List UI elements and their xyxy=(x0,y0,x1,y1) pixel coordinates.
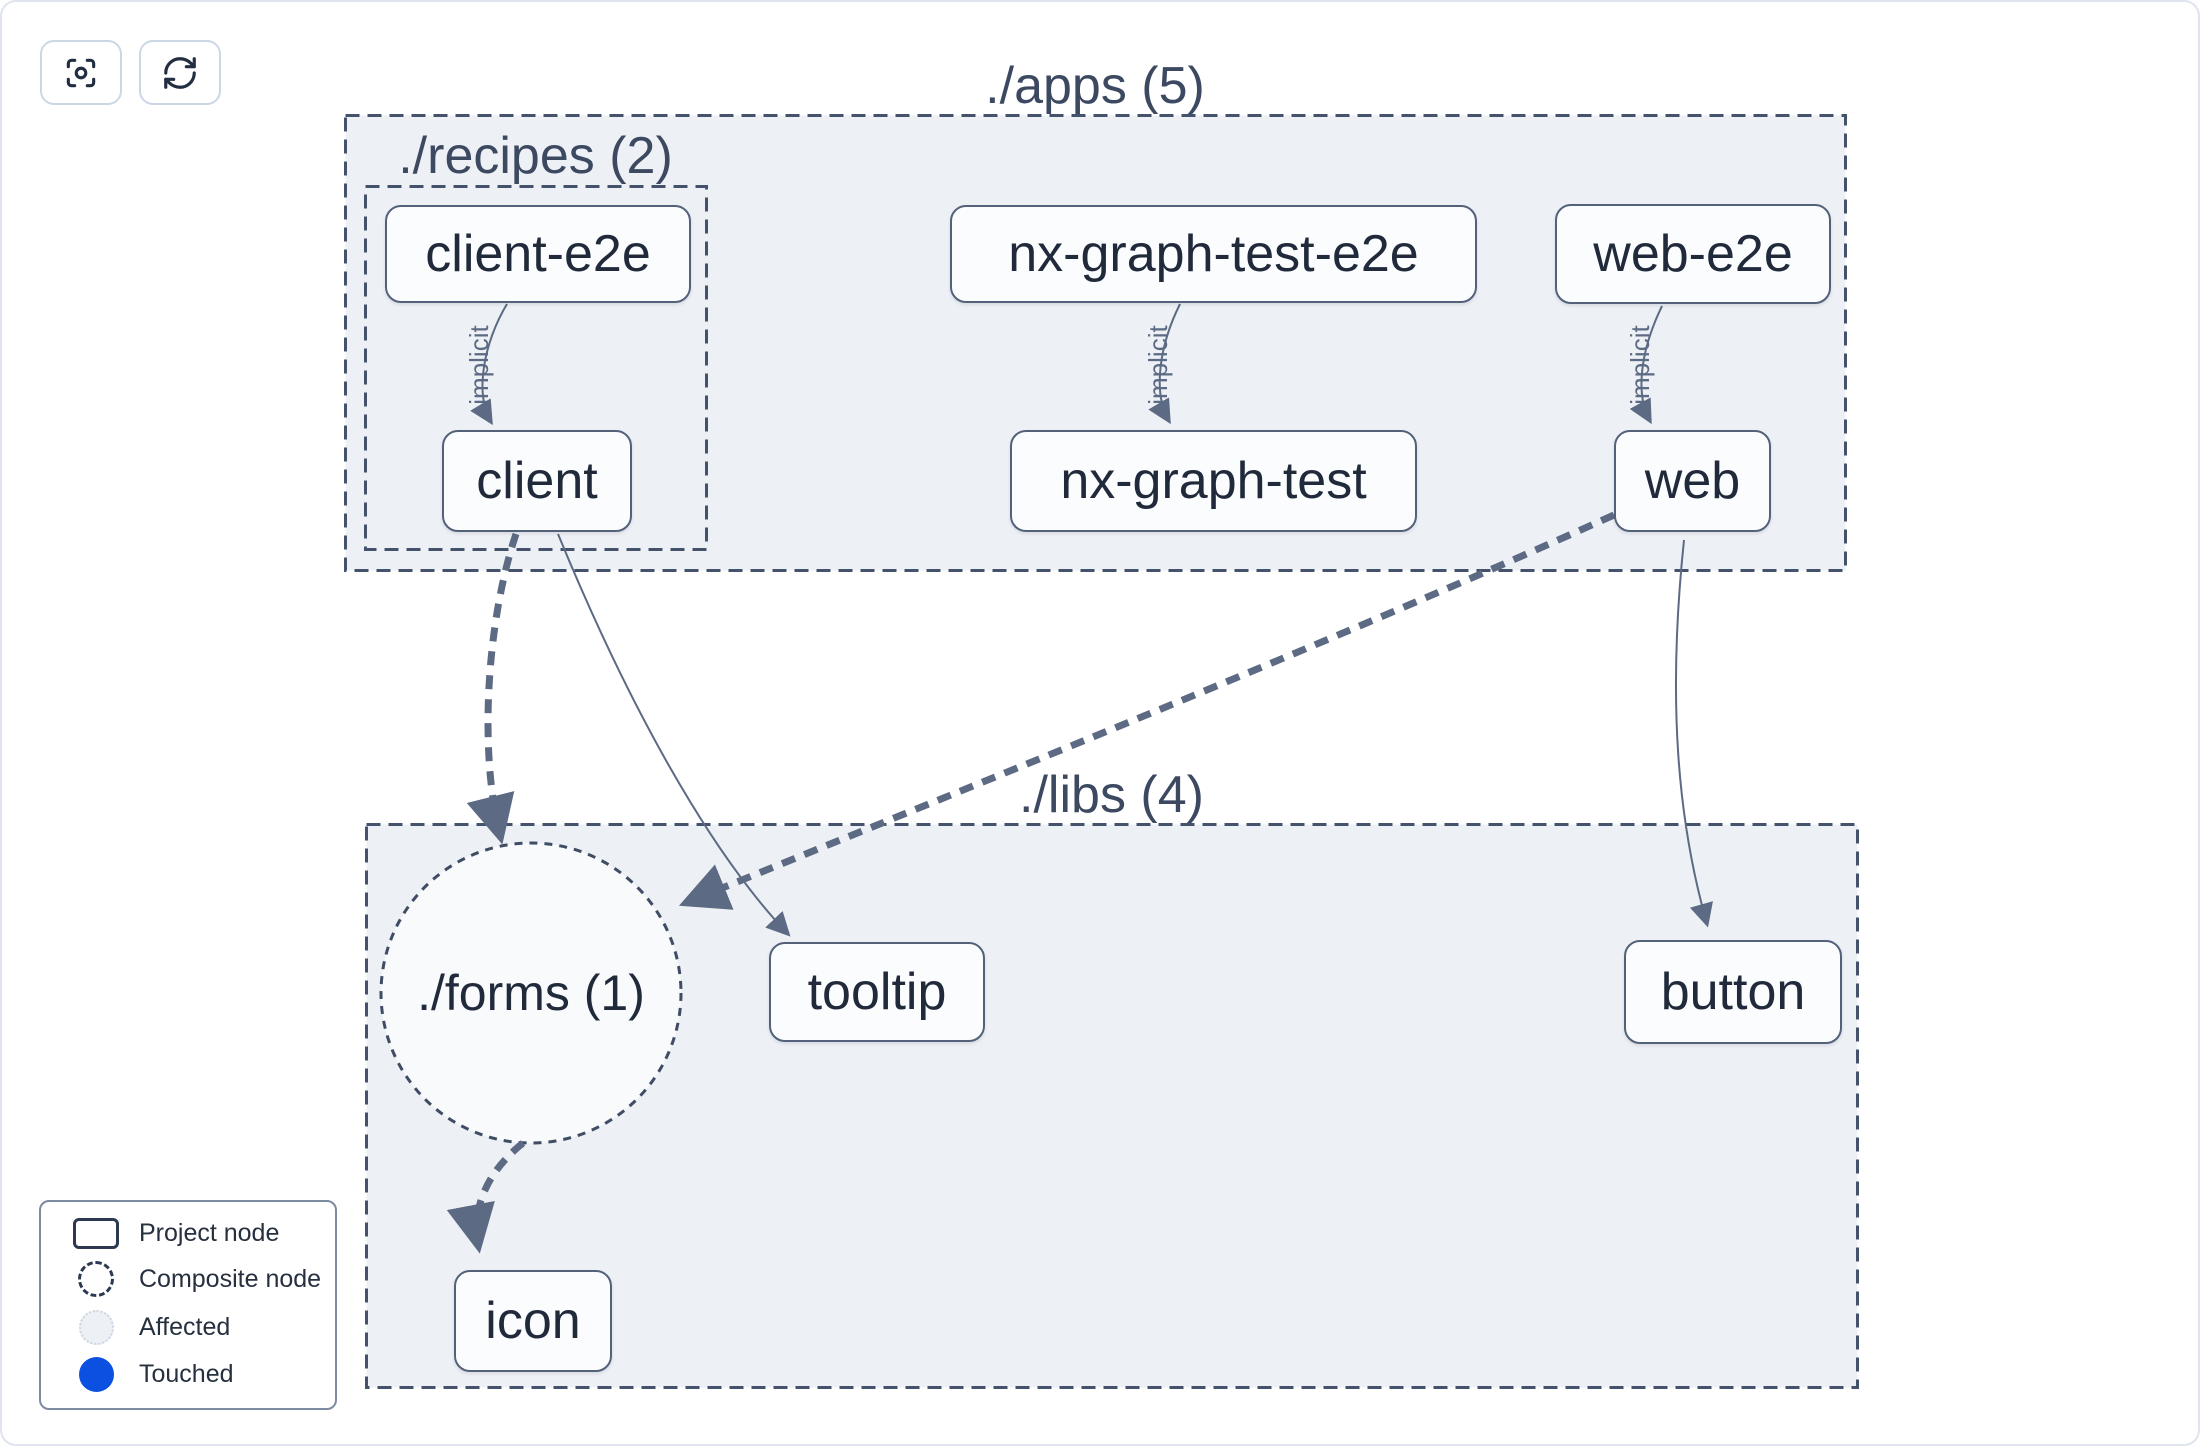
refresh-sync-icon xyxy=(164,56,196,89)
edge-label-implicit-client: implicit xyxy=(464,325,494,405)
edge-forms-to-icon xyxy=(446,1140,526,1254)
focus-button[interactable] xyxy=(40,40,122,105)
legend-label: Affected xyxy=(139,1312,231,1341)
edge-label-implicit-web: implicit xyxy=(1625,325,1655,405)
node-client[interactable]: client xyxy=(442,430,632,532)
node-nx-graph-test-e2e[interactable]: nx-graph-test-e2e xyxy=(950,205,1477,303)
legend-item-touched: Touched xyxy=(65,1356,335,1392)
legend-panel: Project node Composite node Affected Tou… xyxy=(39,1200,337,1410)
edge-web-to-forms xyxy=(678,511,1616,910)
edge-web-to-button xyxy=(1674,539,1713,928)
project-node-rect-icon xyxy=(73,1218,119,1250)
container-label-libs: ./libs (4) xyxy=(1019,766,1204,824)
legend-label: Touched xyxy=(139,1359,234,1388)
composite-node-forms-label[interactable]: ./forms (1) xyxy=(417,965,645,1021)
edge-label-implicit-nx-graph-test: implicit xyxy=(1143,325,1173,405)
node-web[interactable]: web xyxy=(1614,430,1771,532)
node-icon[interactable]: icon xyxy=(454,1270,612,1372)
node-client-e2e[interactable]: client-e2e xyxy=(385,205,691,303)
refresh-button[interactable] xyxy=(139,40,221,105)
legend-item-composite-node: Composite node xyxy=(65,1261,335,1298)
container-label-apps: ./apps (5) xyxy=(985,57,1205,115)
container-label-recipes: ./recipes (2) xyxy=(398,127,673,185)
touched-circle-icon xyxy=(78,1356,114,1392)
node-tooltip[interactable]: tooltip xyxy=(769,942,985,1042)
legend-label: Project node xyxy=(139,1219,280,1248)
composite-node-dashed-circle-icon xyxy=(78,1261,114,1298)
focus-crosshair-icon xyxy=(66,58,96,87)
node-nx-graph-test[interactable]: nx-graph-test xyxy=(1010,430,1417,532)
legend-label: Composite node xyxy=(139,1264,322,1293)
legend-item-affected: Affected xyxy=(65,1309,335,1345)
legend-item-project-node: Project node xyxy=(65,1218,335,1250)
node-web-e2e[interactable]: web-e2e xyxy=(1555,204,1831,304)
affected-circle-icon xyxy=(78,1309,114,1345)
node-button[interactable]: button xyxy=(1624,940,1842,1044)
